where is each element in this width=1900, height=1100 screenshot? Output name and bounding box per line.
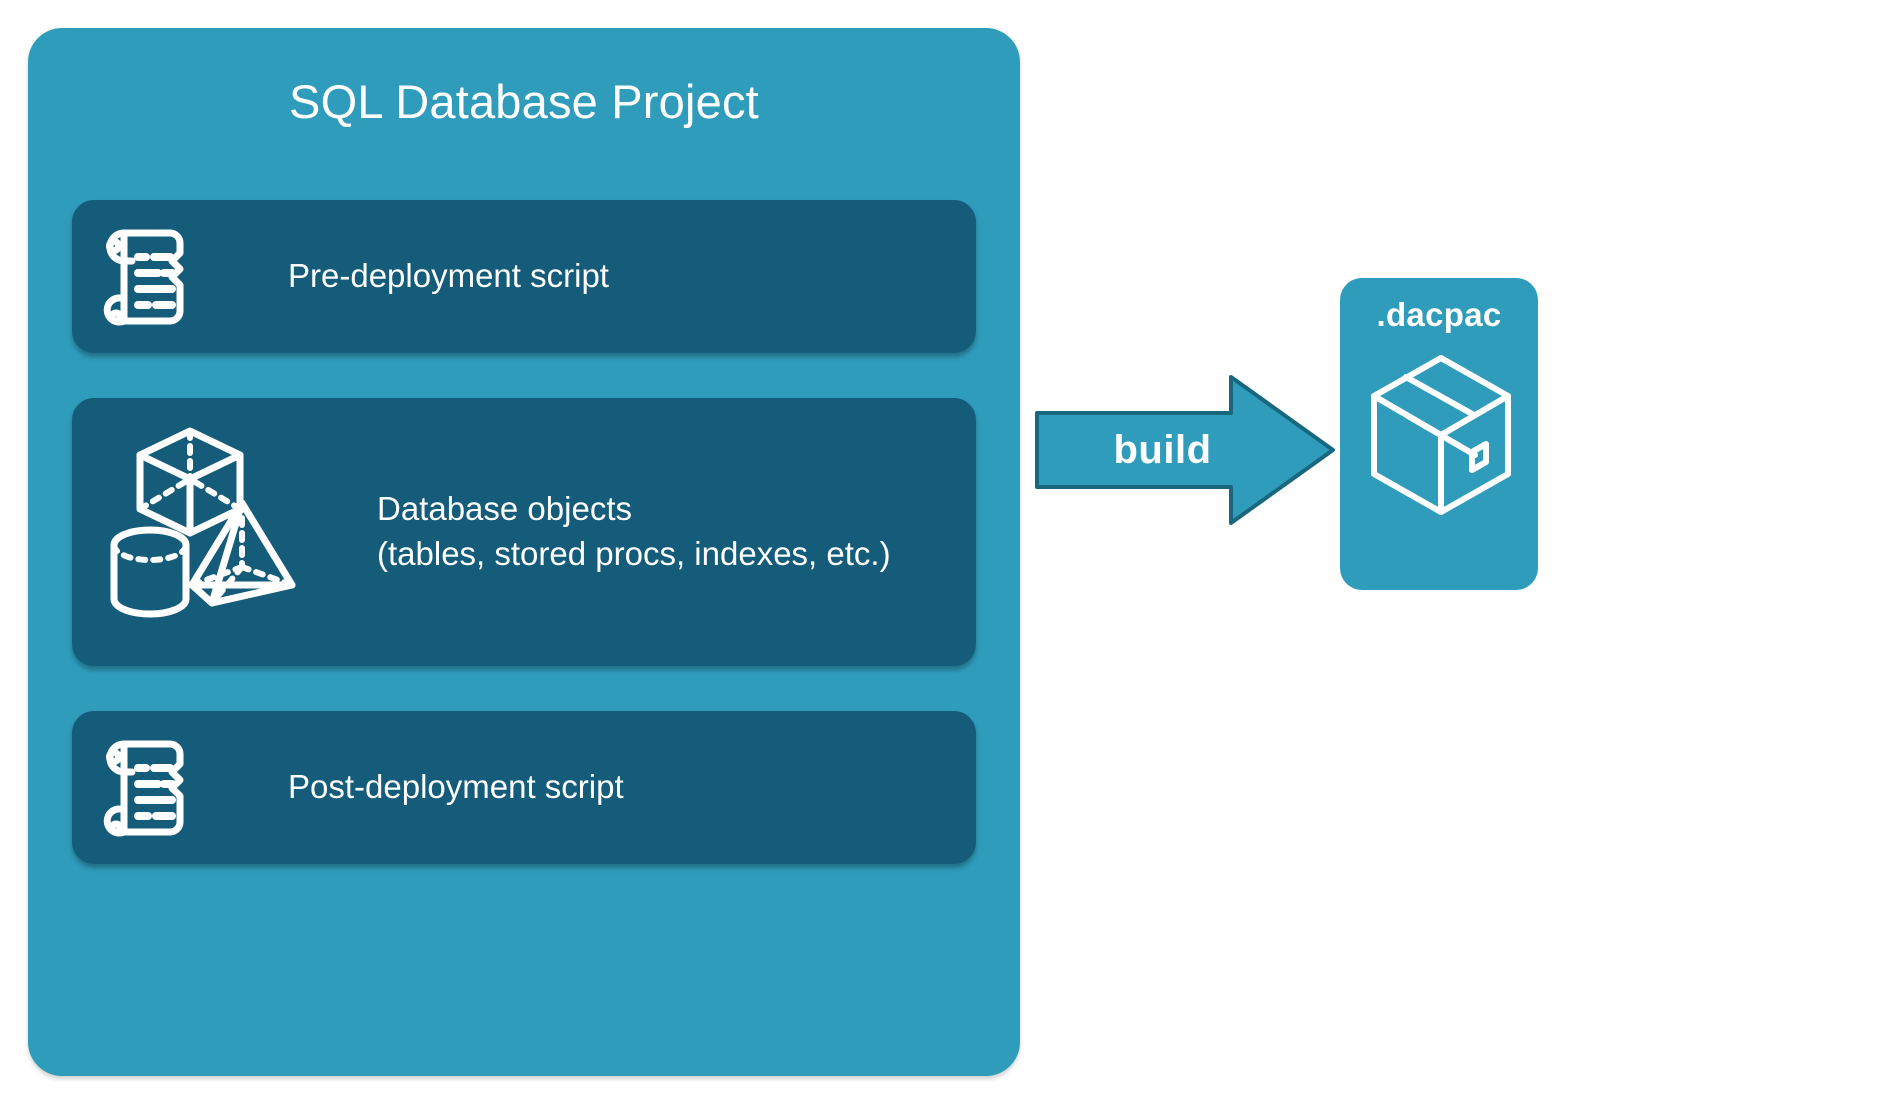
- cylinder-icon: [110, 526, 190, 618]
- card-post-deployment-script[interactable]: Post-deployment script: [72, 711, 976, 864]
- card-pre-deployment-label: Pre-deployment script: [288, 257, 609, 295]
- card-post-deployment-label: Post-deployment script: [288, 768, 624, 806]
- card-database-objects-label: Database objects (tables, stored procs, …: [377, 490, 891, 572]
- post-deployment-icon-group: [94, 711, 198, 864]
- pyramid-icon: [188, 499, 296, 607]
- scroll-icon: [94, 221, 198, 333]
- cube-icon: [136, 427, 244, 537]
- dacpac-output-card[interactable]: .dacpac: [1340, 278, 1538, 590]
- database-objects-icon-group: [94, 398, 344, 666]
- build-arrow: [1035, 375, 1335, 525]
- page-title: SQL Database Project: [289, 75, 759, 128]
- pre-deployment-icon-group: [94, 200, 198, 353]
- card-pre-deployment-script[interactable]: Pre-deployment script: [72, 200, 976, 353]
- arrow-shape: [1035, 375, 1335, 525]
- package-box-icon: [1368, 352, 1514, 527]
- card-database-objects[interactable]: Database objects (tables, stored procs, …: [72, 398, 976, 666]
- sql-database-project-container: SQL Database Project: [28, 28, 1020, 1076]
- scroll-icon: [94, 732, 198, 844]
- dacpac-label: .dacpac: [1376, 296, 1502, 333]
